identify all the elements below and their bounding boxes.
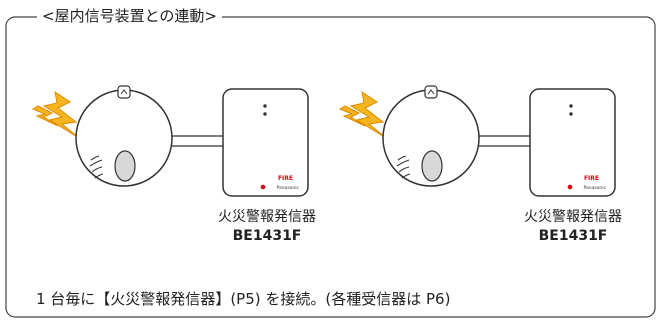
indicator-lamp	[263, 112, 267, 116]
brand-mark-icon	[260, 184, 266, 190]
speaker-grille	[89, 155, 104, 179]
lightning-icon	[338, 90, 387, 139]
device-model-label-1: BE1431F	[232, 228, 302, 244]
device-model-label-2: BE1431F	[538, 228, 608, 244]
indicator-lamp	[263, 104, 267, 108]
fire-label: FIRE	[584, 175, 599, 182]
smoke-detector	[75, 85, 173, 187]
indicator-lamp	[569, 104, 573, 108]
alarm-transmitter: FIRE Panasonic	[222, 88, 309, 197]
brand-label: Panasonic	[276, 185, 299, 191]
connection-cable	[172, 135, 223, 147]
diagram-title: <屋内信号装置との連動>	[37, 7, 222, 25]
connection-cable	[479, 135, 530, 147]
fire-label: FIRE	[278, 175, 293, 182]
brand-mark-icon	[567, 184, 573, 190]
indicator-lamp	[569, 112, 573, 116]
smoke-detector	[382, 85, 480, 187]
device-name-label-2: 火災警報発信器	[524, 209, 622, 225]
alarm-transmitter: FIRE Panasonic	[529, 88, 616, 197]
speaker-grille	[396, 155, 411, 179]
device-name-label-1: 火災警報発信器	[218, 209, 316, 225]
brand-label: Panasonic	[583, 185, 606, 191]
diagram-caption: 1 台毎に【火災警報発信器】(P5) を接続。(各種受信器は P6)	[36, 290, 451, 308]
